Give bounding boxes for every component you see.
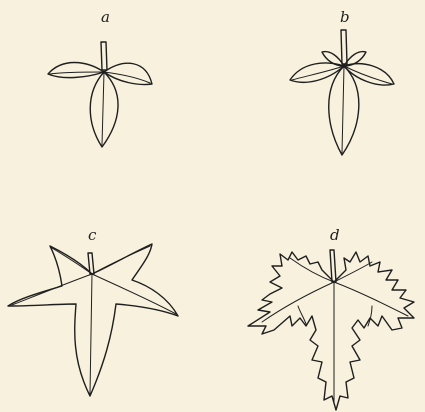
leaf-c-drawing xyxy=(8,244,178,396)
panel-a-label: a xyxy=(101,8,110,26)
leaf-d-drawing xyxy=(248,250,414,410)
panel-c: c xyxy=(8,226,178,396)
panel-c-label: c xyxy=(88,226,97,244)
panel-d: d xyxy=(248,226,414,410)
leaf-b-drawing xyxy=(290,30,394,155)
panel-a: a xyxy=(48,8,152,147)
panel-b-label: b xyxy=(340,8,350,26)
panel-d-label: d xyxy=(330,226,340,244)
leaf-a-drawing xyxy=(48,42,152,147)
panel-b: b xyxy=(290,8,394,155)
